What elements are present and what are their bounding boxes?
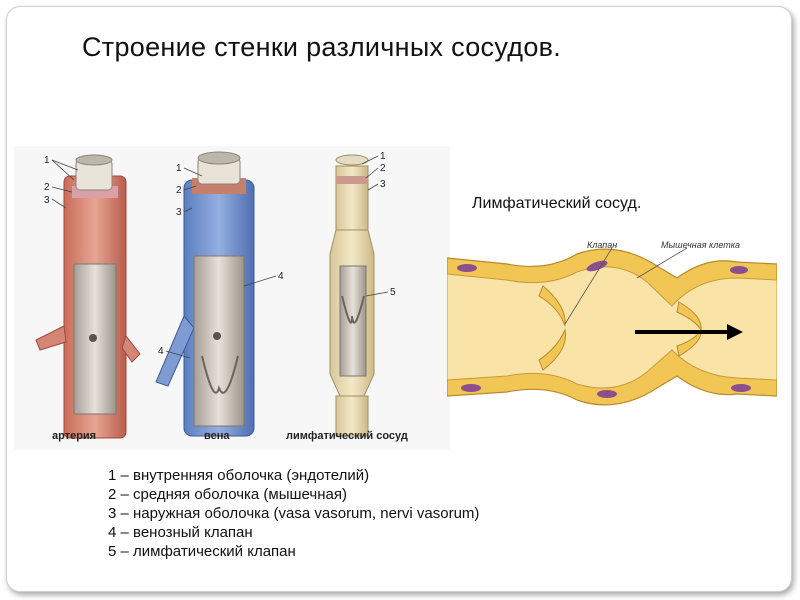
vein-callout-1: 1 — [176, 163, 182, 174]
legend-item-5: 5 – лимфатический клапан — [108, 543, 296, 560]
lymphatic-vessel-title: Лимфатический сосуд. — [472, 195, 642, 212]
valve-label: Клапан — [587, 240, 617, 250]
vein-callout-3: 3 — [176, 207, 182, 218]
lymph-callout-2: 2 — [380, 163, 386, 174]
vessel-wall-drawing: 1 2 3 1 2 3 4 4 1 2 3 5 — [35, 151, 396, 439]
artery-drawing — [35, 154, 141, 439]
slide-title: Строение стенки различных сосудов. — [82, 32, 562, 62]
artery-callout-2: 2 — [44, 182, 50, 193]
legend-item-1: 1 – внутренняя оболочка (эндотелий) — [108, 467, 370, 484]
artery-label: артерия — [52, 430, 97, 442]
lymph-callout-5: 5 — [390, 287, 396, 298]
vein-callout-4: 4 — [278, 271, 284, 282]
legend: 1 – внутренняя оболочка (эндотелий) 2 – … — [108, 466, 488, 561]
vein-callout-2: 2 — [176, 185, 182, 196]
artery-callout-1: 1 — [44, 155, 50, 166]
muscle-cell-label: Мышечная клетка — [661, 240, 740, 250]
lymphatic-valve-illustration: Клапан Мышечная клетка — [446, 236, 778, 416]
lymph-callout-3: 3 — [380, 179, 386, 190]
lymph-callout-1: 1 — [380, 151, 386, 162]
artery-callout-3: 3 — [44, 195, 50, 206]
lymphatic-valve-drawing: Клапан Мышечная клетка — [446, 240, 778, 406]
legend-item-4: 4 – венозный клапан — [108, 524, 253, 541]
lymphatic-vessel-drawing — [329, 154, 375, 437]
vein-callout-4-second: 4 — [158, 346, 164, 357]
vessel-wall-illustration: 1 2 3 1 2 3 4 4 1 2 3 5 артерия вена лим… — [14, 146, 450, 450]
vein-label: вена — [204, 430, 230, 442]
legend-item-3: 3 – наружная оболочка (vasa vasorum, ner… — [108, 505, 480, 522]
lymphatic-vessel-label: лимфатический сосуд — [286, 430, 408, 442]
legend-item-2: 2 – средняя оболочка (мышечная) — [108, 486, 347, 503]
vein-drawing — [155, 151, 255, 437]
